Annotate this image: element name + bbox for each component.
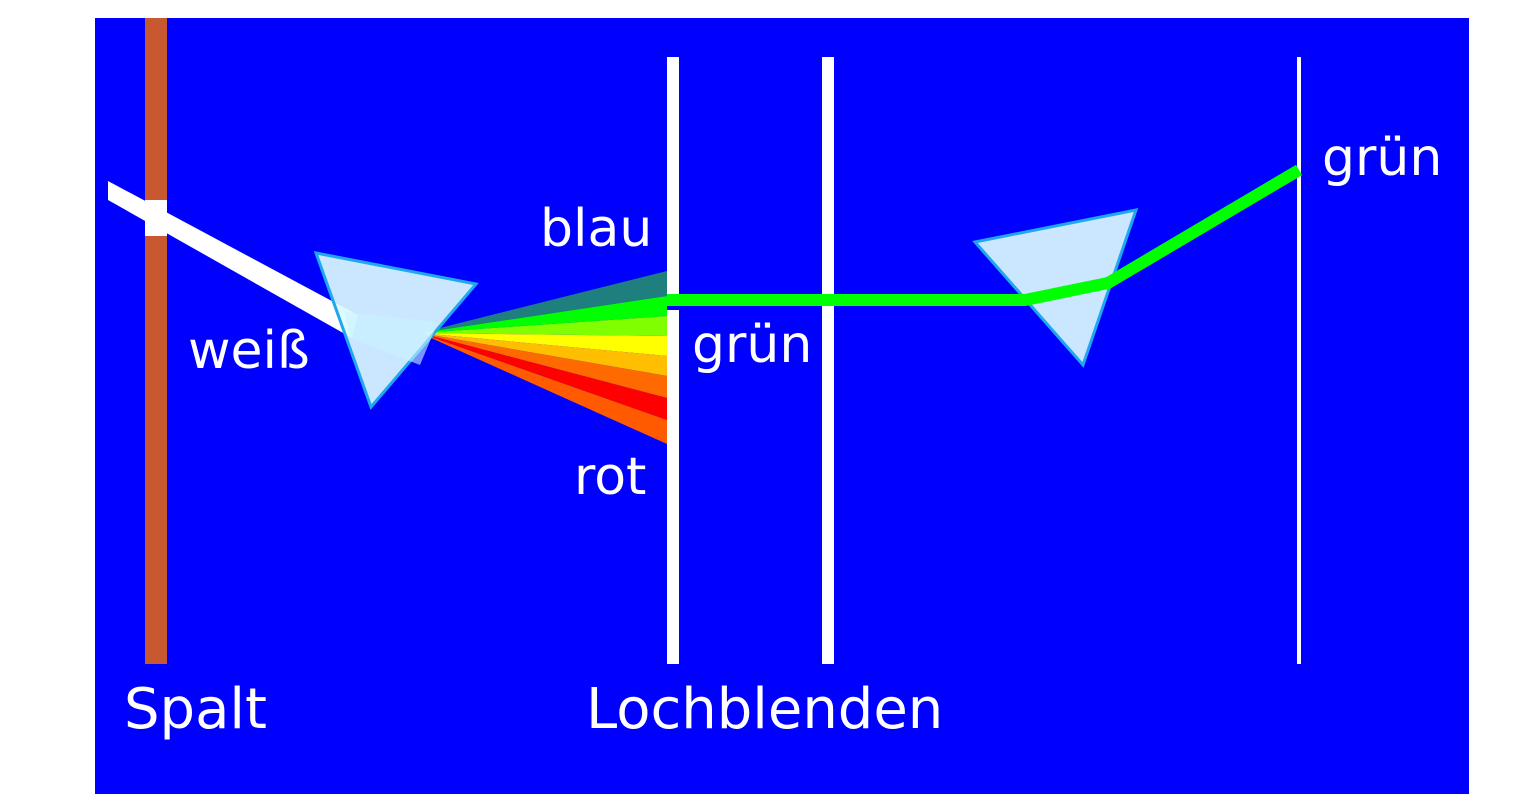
slit-opening <box>145 200 167 236</box>
slit-bar <box>145 18 167 664</box>
spectrum-band-redorange <box>420 333 667 444</box>
spectrum-band-green <box>420 296 667 333</box>
background-panel <box>95 18 1469 794</box>
spectrum-band-yellowgreen <box>420 316 667 336</box>
label-pinholes: Lochblenden <box>586 677 943 742</box>
white-beam <box>108 181 358 338</box>
spectrum-band-blue <box>420 271 667 333</box>
label-white: weiß <box>188 321 310 381</box>
beam-in-prism <box>345 312 438 365</box>
green-beam <box>667 164 1303 306</box>
label-red: rot <box>574 447 646 507</box>
pinhole-screen-1-top <box>667 57 679 296</box>
detector-screen <box>1297 57 1301 664</box>
label-green-screen: grün <box>1322 128 1442 188</box>
spectrum-fan <box>420 271 667 444</box>
label-blue: blau <box>540 199 652 259</box>
pinhole-screen-2 <box>822 57 834 664</box>
label-green-middle: grün <box>692 315 812 375</box>
label-slit: Spalt <box>124 677 267 742</box>
pinhole-screen-1-bottom <box>667 310 679 664</box>
